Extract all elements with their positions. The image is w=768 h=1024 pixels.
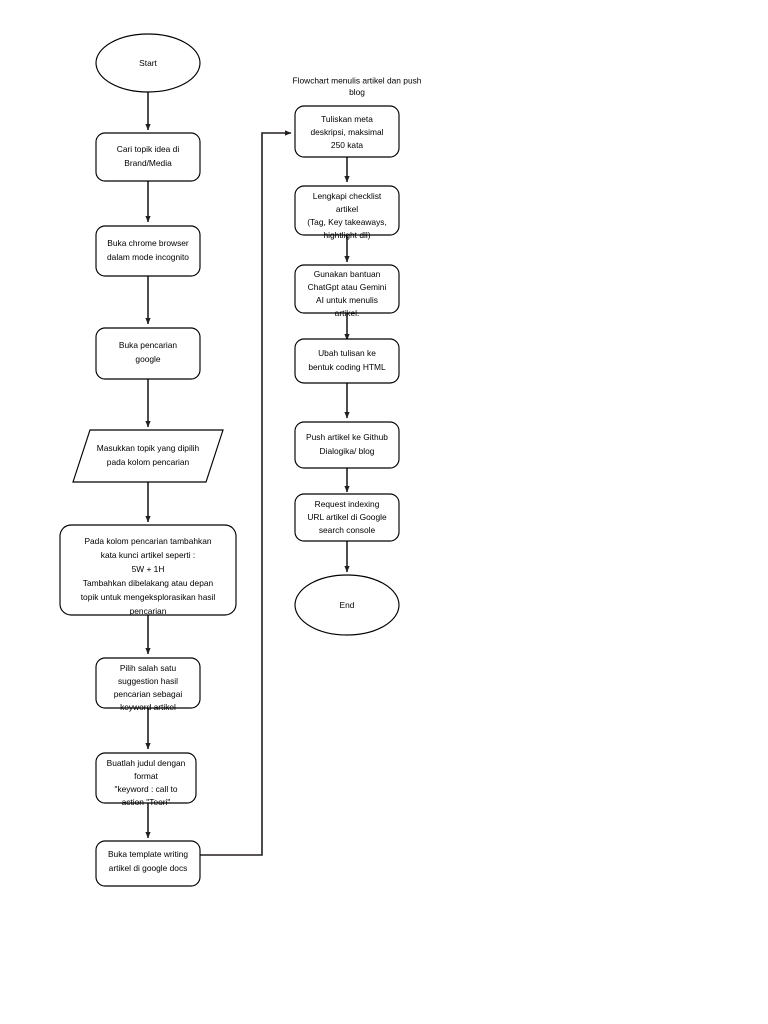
- buka-pencarian-label-line-2: google: [135, 354, 160, 364]
- node-masukkan-topik[interactable]: Masukkan topik yang dipilih pada kolom p…: [72, 429, 224, 483]
- kata-kunci-label-line-3: 5W + 1H: [132, 564, 165, 574]
- kata-kunci-label-line-6: pencarian: [130, 606, 167, 616]
- masukkan-topik-label-line-1: Masukkan topik yang dipilih: [97, 443, 200, 453]
- cari-topik-label-line-1: Cari topik idea di: [117, 144, 180, 154]
- masukkan-topik-parallelogram[interactable]: [72, 429, 224, 483]
- push-github-box[interactable]: [294, 421, 400, 469]
- push-github-label-line-1: Push artikel ke Github: [306, 432, 388, 442]
- node-buka-template[interactable]: Buka template writing artikel di google …: [95, 840, 201, 887]
- node-cari-topik[interactable]: Cari topik idea di Brand/Media: [95, 132, 201, 182]
- buat-judul-label-line-4: action "Teori": [122, 797, 171, 807]
- cari-topik-box[interactable]: [95, 132, 201, 182]
- end-label-line-1: End: [340, 600, 355, 610]
- start-label-line-1: Start: [139, 58, 157, 68]
- request-indexing-label-line-3: search console: [319, 525, 376, 535]
- diagram-title: Flowchart menulis artikel dan push blog: [293, 76, 422, 98]
- masukkan-topik-label-line-2: pada kolom pencarian: [107, 457, 190, 467]
- node-start[interactable]: Start: [95, 33, 201, 93]
- node-buka-pencarian[interactable]: Buka pencarian google: [95, 327, 201, 380]
- checklist-label-line-3: (Tag, Key takeaways,: [307, 217, 387, 227]
- node-checklist[interactable]: Lengkapi checklist artikel (Tag, Key tak…: [294, 185, 400, 240]
- buat-judul-label-line-1: Buatlah judul dengan: [107, 758, 186, 768]
- buka-chrome-box[interactable]: [95, 225, 201, 277]
- node-pilih-suggestion[interactable]: Pilih salah satu suggestion hasil pencar…: [95, 657, 201, 712]
- meta-deskripsi-label-line-2: deskripsi, maksimal: [310, 127, 383, 137]
- gunakan-ai-label-line-1: Gunakan bantuan: [314, 269, 381, 279]
- node-gunakan-ai[interactable]: Gunakan bantuan ChatGpt atau Gemini AI u…: [294, 264, 400, 318]
- ubah-html-label-line-2: bentuk coding HTML: [308, 362, 386, 372]
- pilih-suggestion-label-line-4: keyword artikel: [120, 702, 176, 712]
- meta-deskripsi-label-line-3: 250 kata: [331, 140, 363, 150]
- node-push-github[interactable]: Push artikel ke Github Dialogika/ blog: [294, 421, 400, 469]
- node-kata-kunci[interactable]: Pada kolom pencarian tambahkan kata kunc…: [59, 524, 237, 616]
- node-request-indexing[interactable]: Request indexing URL artikel di Google s…: [294, 493, 400, 542]
- pilih-suggestion-box[interactable]: [95, 657, 201, 709]
- start-ellipse[interactable]: [95, 33, 201, 93]
- checklist-box[interactable]: [294, 185, 400, 236]
- kata-kunci-label-line-1: Pada kolom pencarian tambahkan: [84, 536, 211, 546]
- node-buat-judul[interactable]: Buatlah judul dengan format "keyword : c…: [95, 752, 197, 807]
- kata-kunci-box[interactable]: [59, 524, 237, 616]
- diagram-title-line-1: Flowchart menulis artikel dan push: [293, 76, 422, 86]
- pilih-suggestion-label-line-3: pencarian sebagai: [114, 689, 183, 699]
- buat-judul-box[interactable]: [95, 752, 197, 804]
- node-end[interactable]: End: [294, 574, 400, 636]
- end-ellipse[interactable]: [294, 574, 400, 636]
- gunakan-ai-box[interactable]: [294, 264, 400, 314]
- request-indexing-box[interactable]: [294, 493, 400, 542]
- buka-template-label-line-2: artikel di google docs: [109, 863, 188, 873]
- ubah-html-label-line-1: Ubah tulisan ke: [318, 348, 376, 358]
- meta-deskripsi-box[interactable]: [294, 105, 400, 158]
- diagram-title-line-2: blog: [349, 87, 365, 97]
- buka-chrome-label-line-1: Buka chrome browser: [107, 238, 189, 248]
- node-buka-chrome[interactable]: Buka chrome browser dalam mode incognito: [95, 225, 201, 277]
- node-ubah-html[interactable]: Ubah tulisan ke bentuk coding HTML: [294, 338, 400, 384]
- buka-template-box[interactable]: [95, 840, 201, 887]
- meta-deskripsi-label-line-1: Tuliskan meta: [321, 114, 373, 124]
- ubah-html-box[interactable]: [294, 338, 400, 384]
- pilih-suggestion-label-line-2: suggestion hasil: [118, 676, 178, 686]
- connectors: [145, 92, 350, 856]
- gunakan-ai-label-line-4: artikel.: [335, 308, 360, 318]
- buat-judul-label-line-2: format: [134, 771, 158, 781]
- cari-topik-label-line-2: Brand/Media: [124, 158, 172, 168]
- request-indexing-label-line-1: Request indexing: [315, 499, 380, 509]
- checklist-label-line-1: Lengkapi checklist: [313, 191, 382, 201]
- kata-kunci-label-line-5: topik untuk mengeksplorasikan hasil: [81, 592, 216, 602]
- node-meta-deskripsi[interactable]: Tuliskan meta deskripsi, maksimal 250 ka…: [294, 105, 400, 158]
- gunakan-ai-label-line-2: ChatGpt atau Gemini: [308, 282, 387, 292]
- checklist-label-line-4: hightlight dll): [323, 230, 370, 240]
- buat-judul-label-line-3: "keyword : call to: [114, 784, 177, 794]
- request-indexing-label-line-2: URL artikel di Google: [307, 512, 387, 522]
- buka-template-label-line-1: Buka template writing: [108, 849, 188, 859]
- gunakan-ai-label-line-3: AI untuk menulis: [316, 295, 378, 305]
- checklist-label-line-2: artikel: [336, 204, 358, 214]
- buka-pencarian-box[interactable]: [95, 327, 201, 380]
- buka-chrome-label-line-2: dalam mode incognito: [107, 252, 189, 262]
- push-github-label-line-2: Dialogika/ blog: [320, 446, 375, 456]
- kata-kunci-label-line-2: kata kunci artikel seperti :: [101, 550, 196, 560]
- pilih-suggestion-label-line-1: Pilih salah satu: [120, 663, 177, 673]
- connector-buka-template-to-meta-deskripsi: [200, 130, 292, 856]
- kata-kunci-label-line-4: Tambahkan dibelakang atau depan: [83, 578, 214, 588]
- buka-pencarian-label-line-1: Buka pencarian: [119, 340, 178, 350]
